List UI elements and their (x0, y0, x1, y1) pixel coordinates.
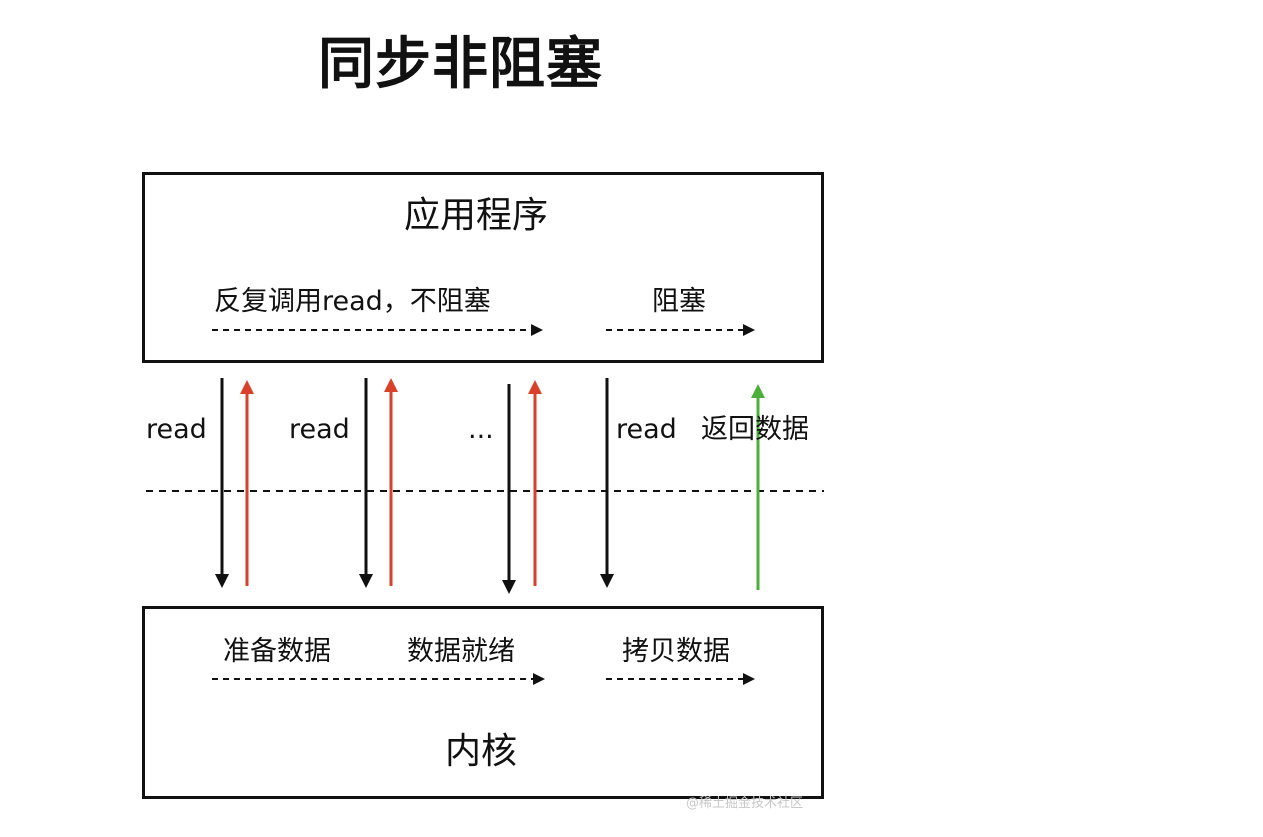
read-call-label-4: read (616, 414, 677, 445)
read-call-label-2: read (289, 414, 350, 445)
app-repeat-phase-label: 反复调用read，不阻塞 (214, 286, 491, 317)
ellipsis-call-label: ... (468, 414, 494, 445)
kernel-label: 内核 (445, 731, 518, 772)
application-label: 应用程序 (404, 195, 549, 236)
return-data-label: 返回数据 (701, 414, 809, 445)
kernel-box (142, 606, 824, 799)
watermark: @稀土掘金技术社区 (686, 796, 804, 811)
kernel-prepare-phase-label: 准备数据 (223, 636, 331, 667)
kernel-copy-phase-label: 拷贝数据 (622, 636, 730, 667)
application-box (142, 172, 824, 363)
kernel-ready-phase-label: 数据就绪 (407, 636, 515, 667)
diagram-title: 同步非阻塞 (318, 32, 603, 97)
app-blocked-phase-label: 阻塞 (652, 286, 706, 317)
read-call-label-1: read (146, 414, 207, 445)
